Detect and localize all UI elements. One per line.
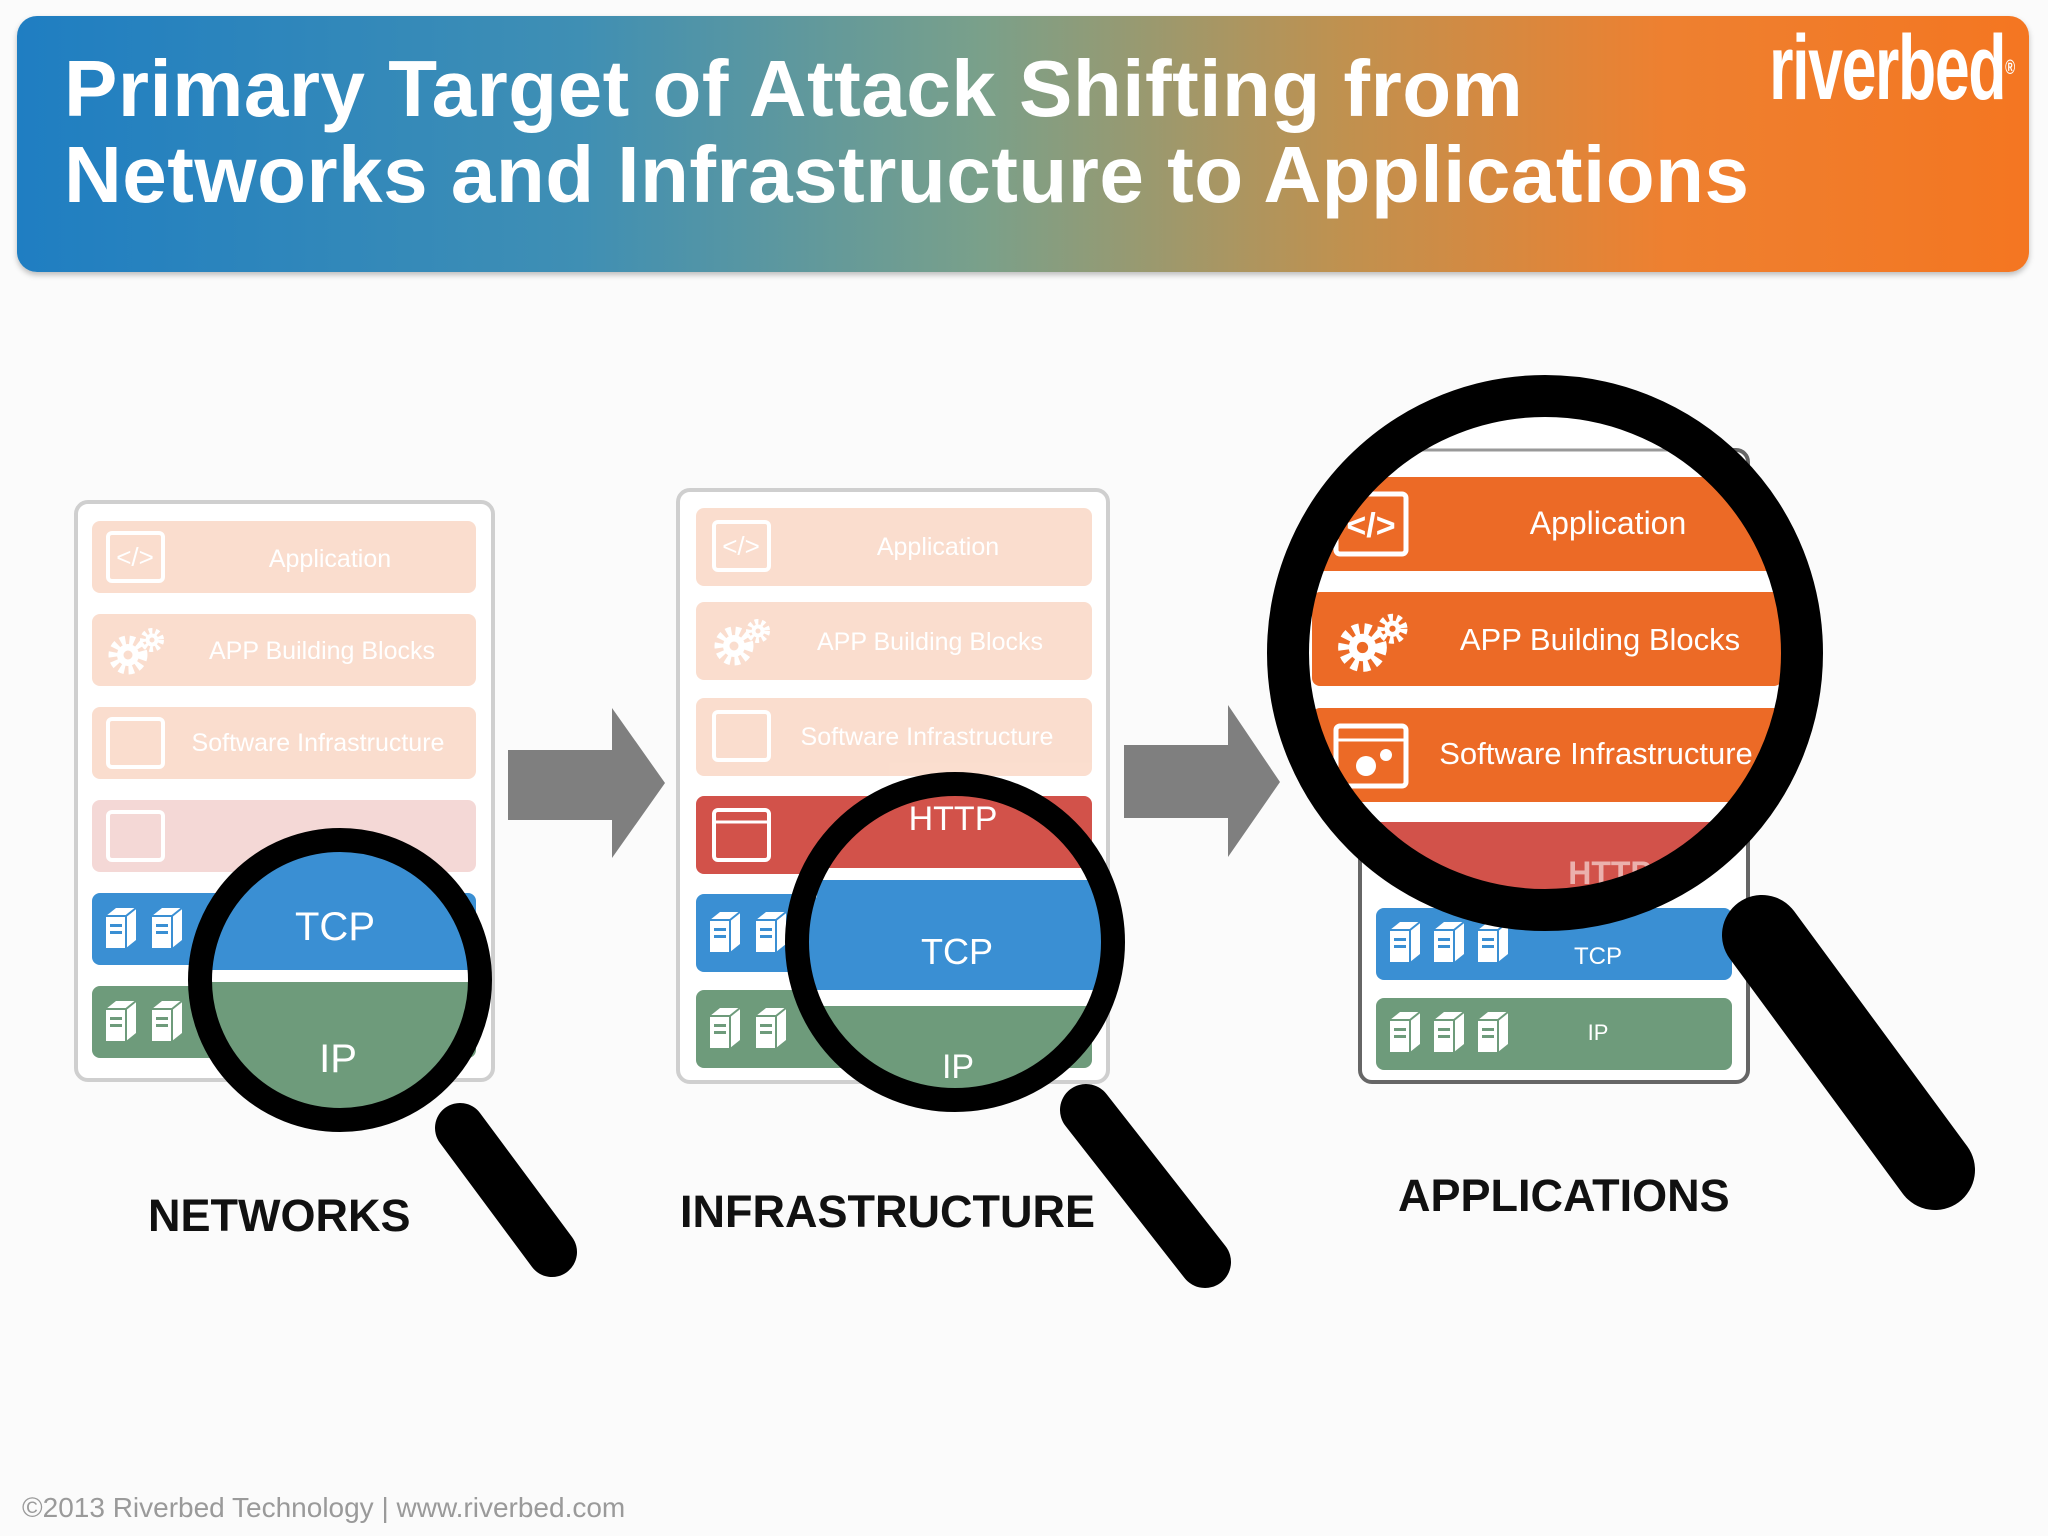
software-infra-layer-faded xyxy=(92,707,476,779)
title-line-2: Networks and Infrastructure to Applicati… xyxy=(64,130,1750,219)
server-icon xyxy=(1389,1011,1421,1053)
magnifier-lens xyxy=(188,828,492,1132)
application-label: Application xyxy=(269,545,391,573)
magnifier-handle xyxy=(435,1103,577,1277)
magnifier-networks: TCP IP xyxy=(188,828,577,1277)
ip-label-magnified: IP xyxy=(942,1048,974,1086)
server-icon xyxy=(151,1000,183,1042)
svg-text:</>: </> xyxy=(116,542,154,572)
ip-label-magnified: IP xyxy=(319,1037,357,1081)
building-blocks-label: APP Building Blocks xyxy=(1460,622,1740,657)
server-icon xyxy=(709,911,741,953)
application-label: Application xyxy=(877,533,999,561)
window-gears-icon xyxy=(106,717,165,769)
tcp-label-magnified: TCP xyxy=(295,905,375,949)
building-blocks-layer xyxy=(1312,592,1782,686)
server-icon xyxy=(151,907,183,949)
browser-window-icon xyxy=(712,808,771,862)
server-icon xyxy=(105,907,137,949)
http-label-magnified: HTTP xyxy=(909,800,998,838)
application-label: Application xyxy=(1530,505,1687,541)
software-infra-layer-faded xyxy=(696,698,1092,776)
caption-applications: APPLICATIONS xyxy=(1398,1170,1730,1221)
server-icon xyxy=(1433,921,1465,963)
software-infra-label: Software Infrastructure xyxy=(801,723,1054,751)
code-icon xyxy=(106,531,165,583)
server-icon xyxy=(1433,1011,1465,1053)
building-blocks-layer-faded xyxy=(92,614,476,686)
page-title: Primary Target of Attack Shifting from N… xyxy=(64,46,1749,218)
riverbed-logo: riverbed® xyxy=(1769,17,2015,119)
building-blocks-label: APP Building Blocks xyxy=(817,628,1043,656)
title-banner xyxy=(17,16,2029,272)
building-blocks-label: APP Building Blocks xyxy=(209,637,435,665)
software-infra-label: Software Infrastructure xyxy=(1439,736,1753,771)
application-layer xyxy=(1312,477,1782,571)
server-icon xyxy=(709,1007,741,1049)
code-icon xyxy=(712,520,771,572)
browser-window-icon xyxy=(106,810,165,862)
server-icon xyxy=(1477,921,1509,963)
software-infra-label: Software Infrastructure xyxy=(192,729,445,757)
magnifier-lens xyxy=(1267,375,1823,931)
ip-layer xyxy=(1376,998,1732,1070)
caption-networks: NETWORKS xyxy=(148,1190,411,1241)
tcp-layer xyxy=(1376,908,1732,980)
magnifier-lens xyxy=(785,772,1125,1112)
application-layer-faded xyxy=(696,508,1092,586)
right-arrow-icon xyxy=(1124,705,1280,857)
title-line-1: Primary Target of Attack Shifting from xyxy=(64,44,1524,133)
svg-text:</>: </> xyxy=(722,531,760,561)
server-icon xyxy=(105,1000,137,1042)
application-layer-faded xyxy=(92,521,476,593)
magnifier-handle xyxy=(1060,1084,1231,1288)
server-icon xyxy=(1389,921,1421,963)
magnifier-handle xyxy=(1722,895,1975,1210)
footer-copyright: ©2013 Riverbed Technology | www.riverbed… xyxy=(22,1492,626,1523)
magnifier-applications: </> Application APP Building Blocks Soft… xyxy=(1267,375,1975,1210)
server-icon xyxy=(755,911,787,953)
server-icon xyxy=(1477,1011,1509,1053)
window-gears-icon xyxy=(1333,723,1409,789)
right-arrow-icon xyxy=(508,708,665,858)
ip-label: IP xyxy=(1588,1020,1609,1045)
tcp-label-magnified: TCP xyxy=(921,931,993,972)
software-infra-layer xyxy=(1312,708,1782,802)
caption-infrastructure: INFRASTRUCTURE xyxy=(680,1186,1095,1237)
tcp-label: TCP xyxy=(1574,943,1622,970)
building-blocks-layer-faded xyxy=(696,602,1092,680)
window-gears-icon xyxy=(712,710,771,762)
server-icon xyxy=(755,1007,787,1049)
